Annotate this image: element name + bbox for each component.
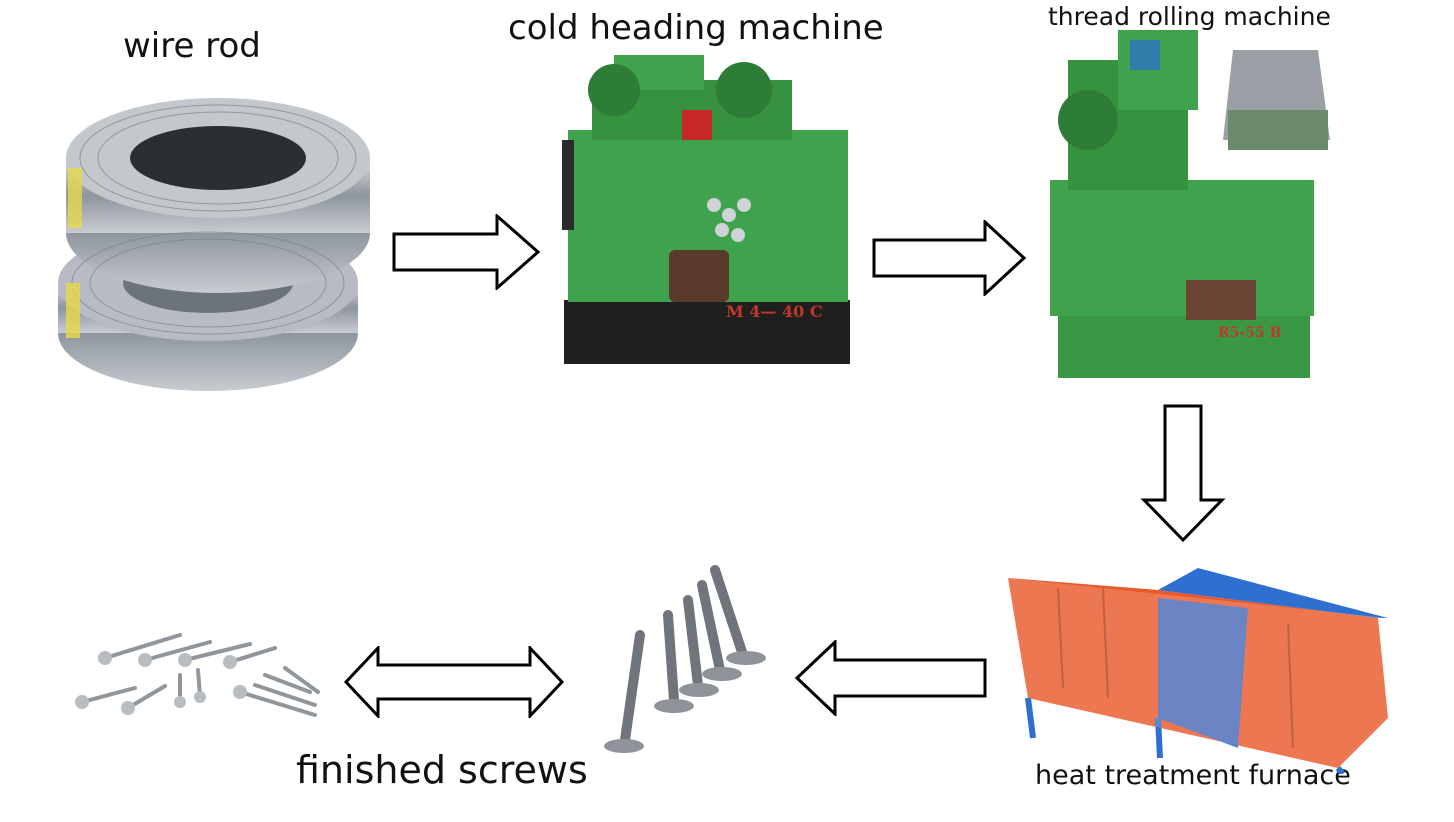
finished-screws-image: [75, 633, 320, 717]
cold-heading-model-plate: M 4— 40 C: [726, 302, 823, 321]
cold-heading-label: cold heading machine: [508, 8, 884, 48]
heat-treatment-furnace-image: [1008, 568, 1388, 774]
thread-rolling-machine-image: [1050, 30, 1330, 378]
heat-treatment-label: heat treatment furnace: [1035, 760, 1351, 791]
arrow-thread-to-heat: [1140, 404, 1226, 543]
wire-rod-label: wire rod: [123, 26, 261, 66]
arrow-heat-to-blanks: [794, 640, 987, 716]
arrow-wire-to-cold: [392, 214, 541, 290]
screw-blanks-image: [604, 565, 766, 753]
finished-screws-label: finished screws: [296, 748, 588, 792]
cold-heading-machine-image: [562, 55, 850, 364]
wire-rod-image: [58, 98, 370, 391]
thread-rolling-model-plate: R5-55 B: [1218, 325, 1282, 341]
arrow-cold-to-thread: [872, 220, 1027, 296]
arrow-bidirectional-finished: [343, 646, 565, 718]
thread-rolling-label: thread rolling machine: [1048, 2, 1331, 31]
